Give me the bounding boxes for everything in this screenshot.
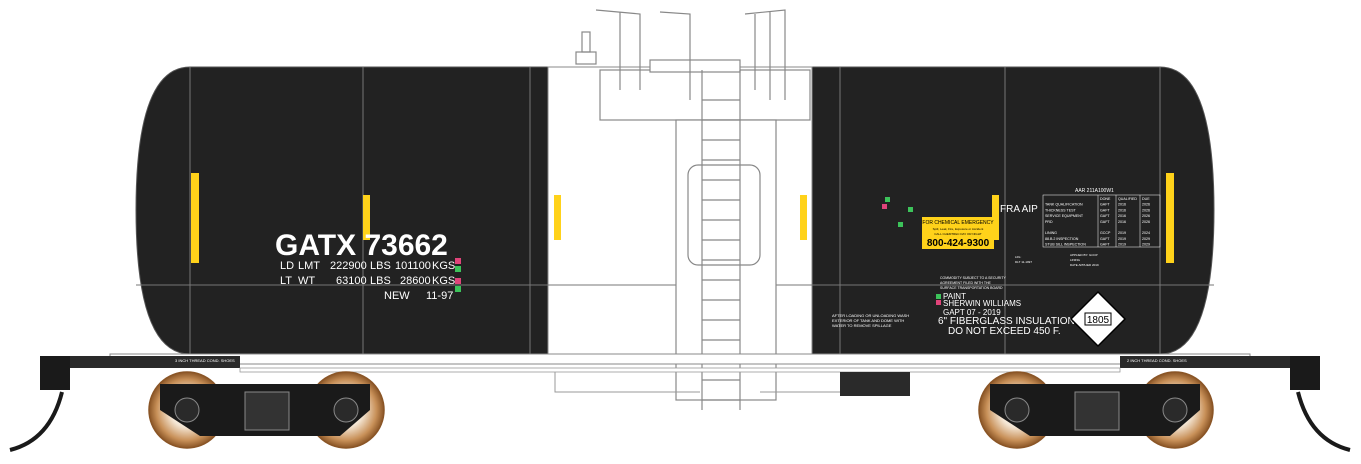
qual-table-cell: STUB SILL INSPECTION <box>1045 243 1086 247</box>
svg-text:EXTERIOR OF TANK AND DOME WITH: EXTERIOR OF TANK AND DOME WITH <box>832 318 904 323</box>
qualification-table <box>1042 194 1161 248</box>
qual-table-cell: DUE <box>1142 197 1150 201</box>
capacity-lt-row: LT WT 63100 LBS 28600 KGS <box>280 275 455 287</box>
underframe <box>9 353 1351 452</box>
yellow-reflective-stripes <box>191 173 1174 263</box>
shoe-note-left: 3 INCH THREAD COND. SHOES <box>175 358 235 363</box>
qual-table-cell: PRD <box>1045 220 1053 224</box>
qual-table-cell: SERVICE EQUIPMENT <box>1045 214 1084 218</box>
svg-text:222900: 222900 <box>330 260 367 272</box>
qual-table-cell: GCCP <box>1100 231 1111 235</box>
qual-table-cell: 2016 <box>1118 203 1126 207</box>
chemical-emergency-box: FOR CHEMICAL EMERGENCY Spill, Leak, Fire… <box>922 217 994 249</box>
paint-label: PAINT <box>943 292 966 301</box>
svg-text:LRL:: LRL: <box>1015 255 1022 259</box>
svg-text:AGREEMENT FILED WITH THE: AGREEMENT FILED WITH THE <box>940 281 991 285</box>
capacity-new-row: NEW 11-97 <box>384 290 453 302</box>
svg-text:LBS: LBS <box>370 260 391 272</box>
washing-note: AFTER LOADING OR UNLOADING WASH EXTERIOR… <box>832 313 909 328</box>
temperature-limit: DO NOT EXCEED 450 F. <box>948 326 1061 337</box>
qual-table-cell: QUALIFIED <box>1118 197 1137 201</box>
qual-table-cell: 2024 <box>1142 231 1150 235</box>
svg-text:LMT: LMT <box>298 260 320 272</box>
qualification-rows: DONE QUALIFIED DUE TANK QUALIFICATION GAFT 20… <box>1045 197 1150 247</box>
reporting-mark: GATX 73662 <box>275 229 448 262</box>
security-note: COMMODITY SUBJECT TO A SECURITY AGREEMEN… <box>940 276 1007 290</box>
qual-table-cell: 2019 <box>1118 231 1126 235</box>
small-left-note: LRL: DLT 11-1997 <box>1015 255 1032 264</box>
qual-table-cell: GAFT <box>1100 214 1110 218</box>
qual-table-cell: LINING <box>1045 231 1057 235</box>
svg-text:28600: 28600 <box>400 275 431 287</box>
svg-text:LBS: LBS <box>370 275 391 287</box>
svg-text:LT: LT <box>280 275 292 287</box>
qual-table-cell: 2016 <box>1118 214 1126 218</box>
insulation-text: 6" FIBERGLASS INSULATION <box>938 316 1075 327</box>
qual-table-cell: 2016 <box>1118 208 1126 212</box>
qual-table-cell: 2029 <box>1142 243 1150 247</box>
hazmat-placard: 1805 <box>1069 290 1127 348</box>
dome-platform <box>575 9 811 410</box>
svg-text:11-97: 11-97 <box>426 290 453 302</box>
qual-table-cell: GAFT <box>1100 243 1110 247</box>
svg-text:1805: 1805 <box>1087 315 1110 326</box>
qual-table-cell: GAFT <box>1100 237 1110 241</box>
qual-table-cell: 2029 <box>1142 237 1150 241</box>
qual-table-cell: 2026 <box>1142 220 1150 224</box>
svg-text:APPLIED BY: GCCP: APPLIED BY: GCCP <box>1070 253 1098 257</box>
qual-table-cell: 2019 <box>1118 237 1126 241</box>
qual-table-cell: 2016 <box>1118 220 1126 224</box>
svg-text:LINING: LINING <box>1070 258 1081 262</box>
qual-table-cell: GAFT <box>1100 203 1110 207</box>
svg-text:COMMODITY SUBJECT TO A SECURIT: COMMODITY SUBJECT TO A SECURITY <box>940 276 1007 280</box>
fra-aip: FRA AIP <box>1000 204 1038 215</box>
svg-text:101100: 101100 <box>395 260 431 272</box>
qual-table-cell: THICKNESS TEST <box>1045 208 1076 212</box>
qual-table-cell: GAFT <box>1100 208 1110 212</box>
qual-table-cell: GAFT <box>1100 220 1110 224</box>
svg-text:LD: LD <box>280 260 294 272</box>
svg-text:NEW: NEW <box>384 290 410 302</box>
svg-text:KGS: KGS <box>432 260 455 272</box>
svg-text:FOR CHEMICAL EMERGENCY: FOR CHEMICAL EMERGENCY <box>922 220 994 226</box>
qual-table-cell: 2026 <box>1142 208 1150 212</box>
left-truck <box>148 371 385 449</box>
right-truck <box>978 371 1214 449</box>
svg-text:WATER TO REMOVE SPILLAGE: WATER TO REMOVE SPILLAGE <box>832 323 892 328</box>
consolidated-stencil-marks <box>455 258 461 284</box>
qual-table-cell: 88.B.2 INSPECTION <box>1045 237 1079 241</box>
svg-text:Spill, Leak, Fire, Exposure or: Spill, Leak, Fire, Exposure or Accident <box>933 227 984 231</box>
svg-text:CALL CHEMTREC DAY OR NIGHT: CALL CHEMTREC DAY OR NIGHT <box>934 232 982 236</box>
svg-text:800-424-9300: 800-424-9300 <box>927 238 990 249</box>
qual-table-cell: 2019 <box>1118 243 1126 247</box>
svg-text:WT: WT <box>298 275 315 287</box>
gapt-date: GAPT 07 - 2019 <box>943 308 1001 317</box>
pink-marks <box>882 204 941 305</box>
green-marks <box>455 197 941 299</box>
qual-table-cell: 2026 <box>1142 203 1150 207</box>
svg-text:KGS: KGS <box>432 275 455 287</box>
svg-text:DLT 11-1997: DLT 11-1997 <box>1015 260 1032 264</box>
paint-maker: SHERWIN WILLIAMS <box>943 299 1021 308</box>
shoe-note-right: 2 INCH THREAD COND. SHOES <box>1127 358 1187 363</box>
qual-table-cell: 2026 <box>1142 214 1150 218</box>
svg-text:SURFACE TRANSPORTATION BOARD: SURFACE TRANSPORTATION BOARD <box>940 286 1003 290</box>
svg-text:DATE APPLIED 2019: DATE APPLIED 2019 <box>1070 263 1099 267</box>
svg-text:AFTER LOADING OR UNLOADING WAS: AFTER LOADING OR UNLOADING WASH <box>832 313 909 318</box>
qual-table-cell: TANK QUALIFICATION <box>1045 203 1083 207</box>
qual-table-cell: DONE <box>1100 197 1111 201</box>
aar-spec: AAR 211A100W1 <box>1075 188 1114 194</box>
applied-note: APPLIED BY: GCCP LINING DATE APPLIED 201… <box>1070 253 1099 267</box>
capacity-ld-row: LD LMT 222900 LBS 101100 KGS <box>280 260 455 272</box>
svg-text:63100: 63100 <box>336 275 367 287</box>
